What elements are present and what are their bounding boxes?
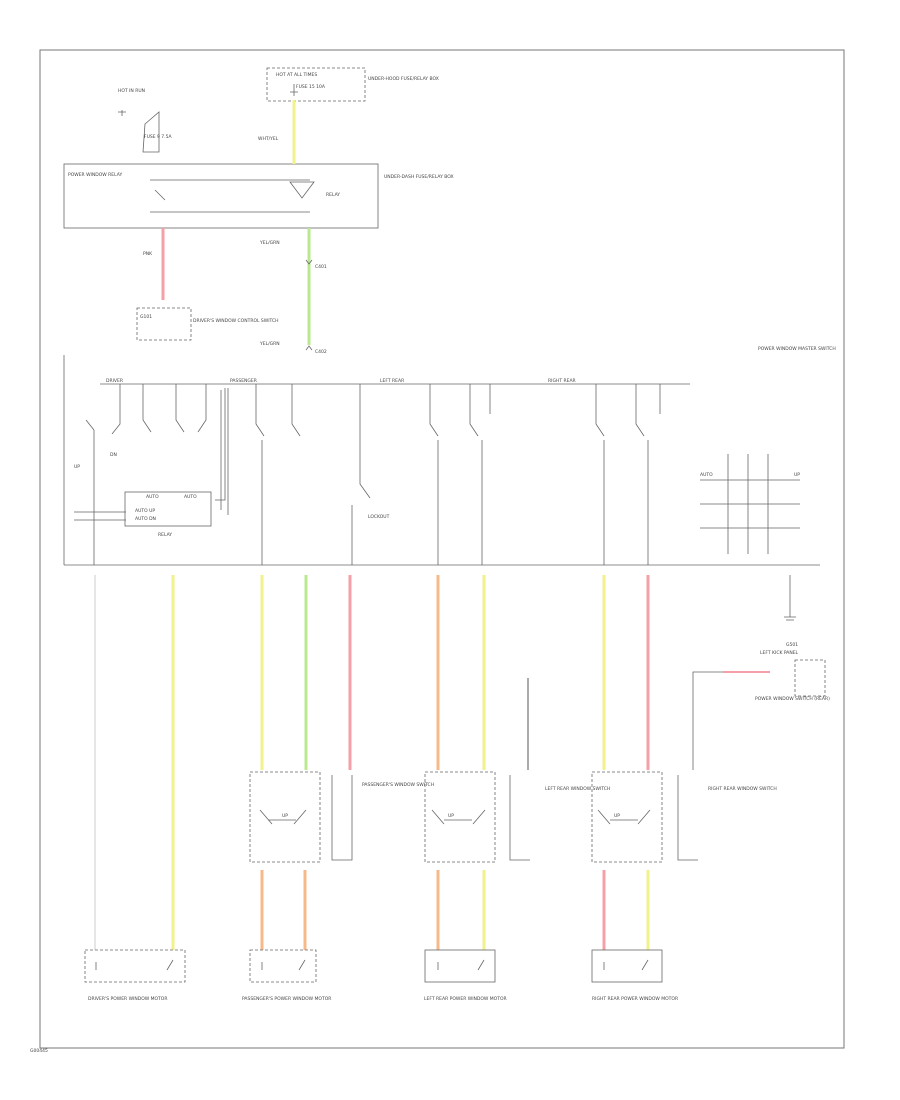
svg-text:UP: UP <box>448 813 454 819</box>
svg-text:PASSENGER: PASSENGER <box>230 378 257 384</box>
top-fuse-block: HOT AT ALL TIMES FUSE 15 10A UNDER-HOOD … <box>266 67 439 102</box>
svg-text:RIGHT REAR WINDOW SWITCH: RIGHT REAR WINDOW SWITCH <box>708 786 777 792</box>
svg-text:LEFT REAR: LEFT REAR <box>380 378 404 384</box>
svg-text:YEL/GRN: YEL/GRN <box>259 240 280 246</box>
svg-text:FUSE 15 10A: FUSE 15 10A <box>296 84 326 90</box>
left-rear-switch: UP LEFT REAR WINDOW SWITCH <box>424 771 610 863</box>
motor-passenger: PASSENGER'S POWER WINDOW MOTOR <box>242 949 331 1002</box>
svg-text:UP: UP <box>282 813 288 819</box>
svg-text:HOT IN RUN: HOT IN RUN <box>118 88 145 94</box>
svg-text:UP: UP <box>74 464 80 470</box>
svg-text:DRIVER'S POWER WINDOW MOTOR: DRIVER'S POWER WINDOW MOTOR <box>88 996 167 1002</box>
lower-wires: POWER WINDOW SWITCH (REAR) G501 LEFT KIC… <box>94 575 830 950</box>
left-fuse-block: HOT IN RUN FUSE 9 7.5A <box>118 88 172 153</box>
svg-text:LEFT REAR POWER WINDOW MOTOR: LEFT REAR POWER WINDOW MOTOR <box>424 996 507 1002</box>
right-rear-switch: UP RIGHT REAR WINDOW SWITCH <box>591 771 777 863</box>
svg-text:UNDER-DASH FUSE/RELAY BOX: UNDER-DASH FUSE/RELAY BOX <box>384 174 454 180</box>
svg-text:LOCKOUT: LOCKOUT <box>368 514 390 520</box>
svg-text:RIGHT REAR POWER WINDOW MOTOR: RIGHT REAR POWER WINDOW MOTOR <box>592 996 678 1002</box>
svg-text:AUTO DN: AUTO DN <box>135 516 156 522</box>
svg-text:AUTO: AUTO <box>700 472 713 478</box>
relay-box: POWER WINDOW RELAY UNDER-DASH FUSE/RELAY… <box>63 163 454 229</box>
svg-text:AUTO: AUTO <box>146 494 159 500</box>
svg-text:RELAY: RELAY <box>326 192 340 198</box>
svg-text:DRIVER: DRIVER <box>106 378 123 384</box>
svg-text:LEFT KICK PANEL: LEFT KICK PANEL <box>760 650 799 656</box>
svg-text:POWER WINDOW RELAY: POWER WINDOW RELAY <box>68 172 122 178</box>
svg-text:POWER WINDOW MASTER SWITCH: POWER WINDOW MASTER SWITCH <box>758 346 836 352</box>
svg-text:C401: C401 <box>315 264 327 270</box>
top-wires: WHT/YEL PNK YEL/GRN C401 YEL/GRN C402 <box>143 100 327 355</box>
passenger-switch: UP PASSENGER'S WINDOW SWITCH <box>249 771 434 863</box>
svg-text:RELAY: RELAY <box>158 532 172 538</box>
svg-text:PNK: PNK <box>143 251 153 257</box>
svg-text:AUTO: AUTO <box>184 494 197 500</box>
diagram-frame <box>39 49 845 1049</box>
svg-text:POWER WINDOW SWITCH (REAR): POWER WINDOW SWITCH (REAR) <box>755 696 830 702</box>
svg-text:C402: C402 <box>315 349 327 355</box>
svg-text:RIGHT REAR: RIGHT REAR <box>548 378 576 384</box>
left-connector: G101 DRIVER'S WINDOW CONTROL SWITCH <box>136 307 279 341</box>
svg-text:G501: G501 <box>786 642 798 648</box>
svg-text:WHT/YEL: WHT/YEL <box>258 136 279 142</box>
svg-text:PASSENGER'S WINDOW SWITCH: PASSENGER'S WINDOW SWITCH <box>362 782 434 788</box>
svg-text:FUSE 9 7.5A: FUSE 9 7.5A <box>144 134 172 140</box>
motor-left-rear: LEFT REAR POWER WINDOW MOTOR <box>424 949 507 1002</box>
svg-text:UNDER-HOOD FUSE/RELAY BOX: UNDER-HOOD FUSE/RELAY BOX <box>368 76 439 82</box>
svg-text:UP: UP <box>614 813 620 819</box>
svg-text:DRIVER'S WINDOW CONTROL SWITCH: DRIVER'S WINDOW CONTROL SWITCH <box>193 318 279 324</box>
svg-text:G101: G101 <box>140 314 152 320</box>
svg-text:HOT AT ALL TIMES: HOT AT ALL TIMES <box>276 72 317 78</box>
svg-text:LEFT REAR WINDOW SWITCH: LEFT REAR WINDOW SWITCH <box>545 786 610 792</box>
footer-code: G00445 <box>30 1048 48 1054</box>
motor-driver: DRIVER'S POWER WINDOW MOTOR <box>84 949 186 1002</box>
svg-text:AUTO UP: AUTO UP <box>135 508 155 514</box>
svg-text:DN: DN <box>110 452 117 458</box>
motor-right-rear: RIGHT REAR POWER WINDOW MOTOR <box>591 949 678 1002</box>
svg-text:YEL/GRN: YEL/GRN <box>259 341 280 347</box>
svg-text:UP: UP <box>794 472 800 478</box>
master-switch: POWER WINDOW MASTER SWITCH DRIVER PASSEN… <box>63 346 836 566</box>
svg-text:PASSENGER'S POWER WINDOW MOTOR: PASSENGER'S POWER WINDOW MOTOR <box>242 996 331 1002</box>
